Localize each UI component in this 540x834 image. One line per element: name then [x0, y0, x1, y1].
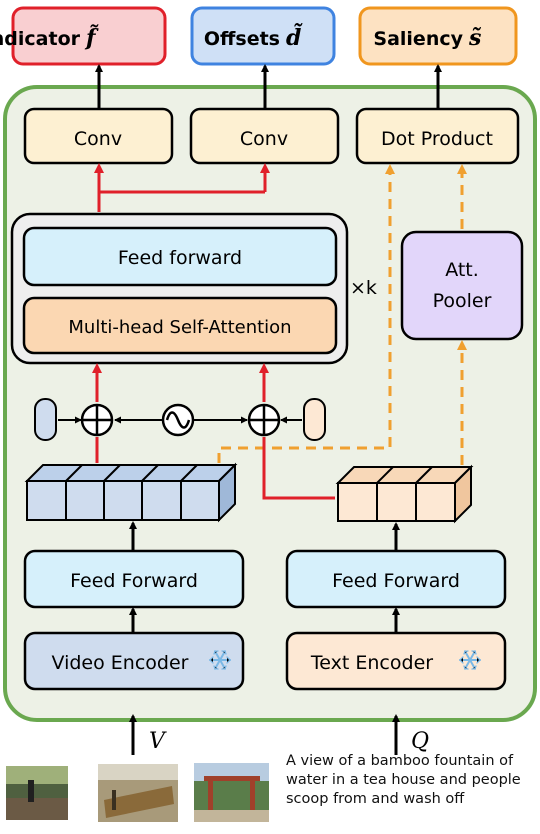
saliency-label: Saliency — [373, 28, 463, 50]
orange-dashed-paths — [217, 164, 467, 465]
offsets-label: Offsets — [204, 28, 280, 50]
self-attention-label: Multi-head Self-Attention — [68, 317, 291, 338]
video-frame-2 — [98, 764, 178, 822]
text-type-embedding — [303, 398, 326, 441]
video-type-embedding — [34, 398, 57, 441]
saliency-output-box: Saliency s̃ — [358, 6, 518, 66]
model-container — [3, 85, 537, 722]
pooler-line1: Att. — [445, 259, 479, 281]
conv-right-box: Conv — [189, 107, 340, 165]
dot-product-label: Dot Product — [381, 128, 493, 150]
pooler-line2: Pooler — [433, 290, 492, 312]
video-frame-1 — [6, 766, 68, 820]
text-encoder-box: Text Encoder — [285, 631, 507, 691]
conv-right-label: Conv — [240, 128, 288, 150]
video-ff-label: Feed Forward — [70, 570, 198, 592]
query-text: A view of a bamboo fountain of water in … — [286, 753, 521, 807]
conv-left-box: Conv — [23, 107, 174, 165]
repeat-k-label: ×k — [350, 277, 377, 299]
video-feed-forward-box: Feed Forward — [23, 549, 245, 609]
video-input-symbol: V — [149, 729, 167, 754]
text-ff-label: Feed Forward — [332, 570, 460, 592]
transformer-block: Feed forward Multi-head Self-Attention — [10, 212, 349, 365]
attention-pooler-box: Att. Pooler — [400, 230, 524, 341]
indicator-label: Indicator — [0, 28, 81, 50]
self-attention-box: Multi-head Self-Attention — [22, 296, 338, 355]
offsets-output-box: Offsets d̃ — [190, 6, 336, 66]
video-token-stack — [24, 462, 238, 523]
text-encoder-label: Text Encoder — [310, 652, 433, 674]
saliency-symbol: s̃ — [468, 25, 481, 51]
offsets-symbol: d̃ — [286, 24, 303, 51]
text-token-stack — [335, 464, 474, 524]
indicator-output-box: Indicator f̃ — [0, 6, 167, 66]
add-icon — [80, 403, 114, 437]
video-encoder-box: Video Encoder — [23, 631, 245, 691]
video-encoder-label: Video Encoder — [52, 652, 189, 674]
text-feed-forward-box: Feed Forward — [285, 549, 507, 609]
feed-forward-box: Feed forward — [22, 226, 338, 287]
red-split-arrow — [94, 163, 270, 212]
video-frame-3 — [194, 763, 269, 822]
feed-forward-label: Feed forward — [118, 247, 242, 269]
position-embedding-icon — [161, 403, 195, 437]
conv-left-label: Conv — [74, 128, 122, 150]
red-input-arrows — [92, 363, 335, 500]
text-input-symbol: Q — [411, 729, 429, 754]
add-icon — [247, 403, 281, 437]
fusion-row — [34, 398, 326, 441]
dot-product-box: Dot Product — [355, 107, 520, 165]
